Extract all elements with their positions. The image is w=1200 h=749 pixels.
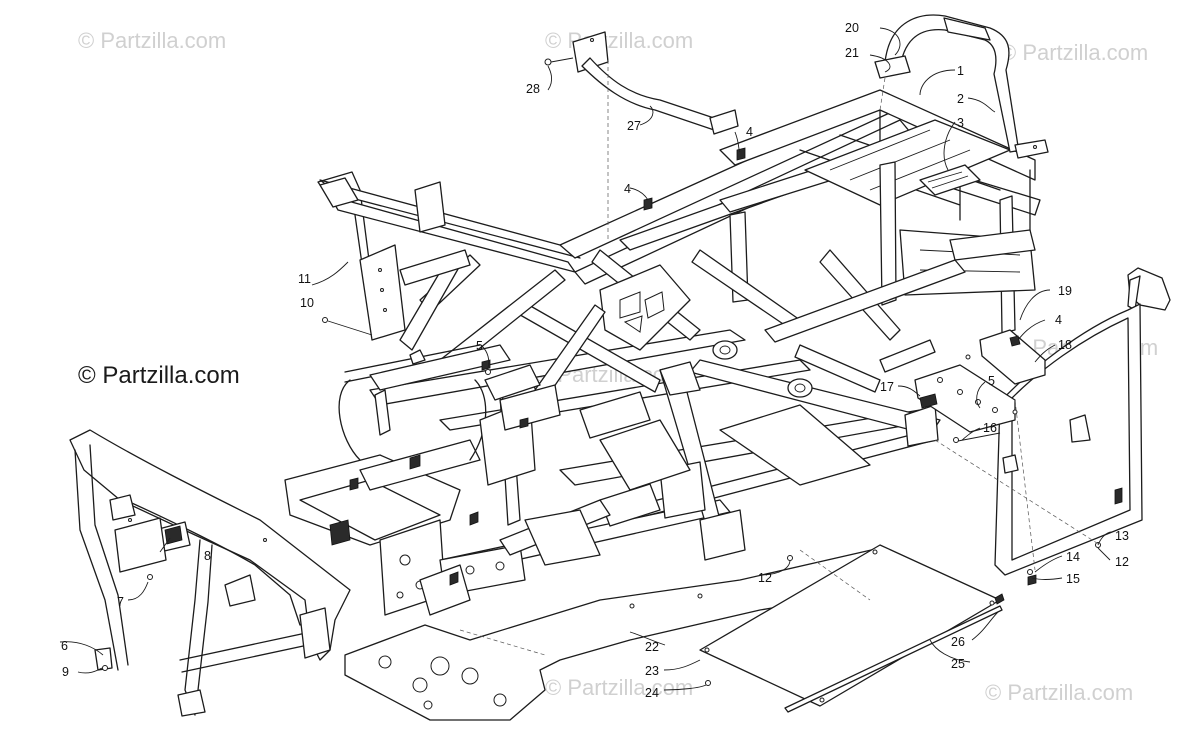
skid-plate-strip [784,593,1005,713]
watermark: © Partzilla.com [1000,40,1149,65]
watermark: © Partzilla.com [985,680,1134,705]
callout-13: 13 [1115,529,1129,543]
callout-19: 19 [1058,284,1072,298]
callout-23: 23 [645,664,659,678]
leader-lines [59,27,1113,691]
watermark-primary: © Partzilla.com [78,362,240,389]
callout-24: 24 [645,686,659,700]
callout-21: 21 [845,46,859,60]
callout-9: 9 [62,665,69,679]
watermark: © Partzilla.com [78,28,227,53]
callout-7: 7 [117,595,124,609]
front-guard [69,429,351,717]
callout-17: 17 [880,380,894,394]
callout-28: 28 [526,82,540,96]
callout-4: 4 [746,125,753,139]
bracket-17 [914,364,1016,433]
callout-labels: 1 2 3 4 4 4 5 5 6 7 8 9 10 11 12 12 13 1… [61,21,1129,700]
callout-10: 10 [300,296,314,310]
callout-8: 8 [204,549,211,563]
callout-12: 12 [1115,555,1129,569]
callout-15: 15 [1066,572,1080,586]
callout-20: 20 [845,21,859,35]
callout-11: 11 [298,272,311,286]
roll-bar-rear-hoop [874,14,1049,159]
callout-12: 12 [758,571,772,585]
callout-25: 25 [951,657,965,671]
callout-6: 6 [61,639,68,653]
callout-1: 1 [957,64,964,78]
main-frame [284,89,1041,616]
callout-4: 4 [1055,313,1062,327]
skid-plate-front [344,547,901,721]
callout-18: 18 [1058,338,1072,352]
fasteners [147,147,1101,686]
callout-3: 3 [957,116,964,130]
callout-5: 5 [988,374,995,388]
callout-16: 16 [983,421,997,435]
projection-lines [459,60,1101,656]
callout-14: 14 [1066,550,1080,564]
watermark: © Partzilla.com [545,28,694,53]
callout-2: 2 [957,92,964,106]
front-upper-bar [544,31,739,135]
callout-22: 22 [645,640,659,654]
watermark: © Partzilla.com [545,675,694,700]
bracket-18 [965,329,1046,415]
rear-side-panel [994,267,1171,576]
callout-27: 27 [627,119,641,133]
callout-5: 5 [476,339,483,353]
callout-4: 4 [624,182,631,196]
callout-26: 26 [951,635,965,649]
